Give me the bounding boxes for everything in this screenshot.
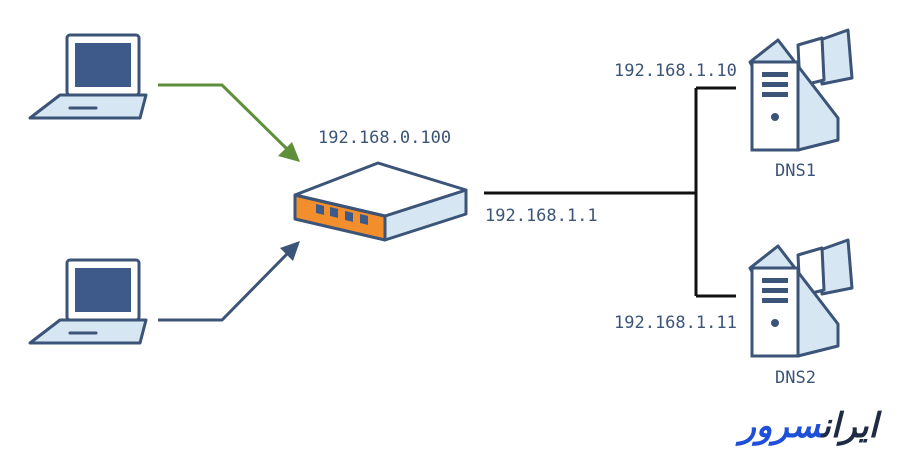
dns1-ip-label: 192.168.1.10	[614, 61, 737, 81]
server-dns2-icon	[748, 238, 854, 358]
dns2-name-label: DNS2	[775, 368, 816, 388]
logo-text-blue: سرور	[734, 406, 824, 446]
dns2-ip-label: 192.168.1.11	[614, 313, 737, 333]
laptop-bottom-icon	[28, 258, 148, 345]
server-dns1-icon	[748, 28, 854, 152]
link-lines	[484, 86, 736, 298]
dns1-name-label: DNS1	[775, 161, 816, 181]
laptop-top-icon	[28, 33, 148, 120]
router-icon	[293, 161, 468, 242]
arrow-top-to-router	[158, 83, 300, 162]
svg-text:ایرانسرور: ایرانسرور	[734, 406, 882, 446]
logo-text-dark: ایران	[819, 406, 882, 446]
arrow-bottom-to-router	[158, 241, 300, 322]
link-ip-label: 192.168.1.1	[485, 206, 598, 226]
router-ip-label: 192.168.0.100	[318, 128, 451, 148]
iranserver-logo: ایرانسرور	[734, 406, 882, 446]
